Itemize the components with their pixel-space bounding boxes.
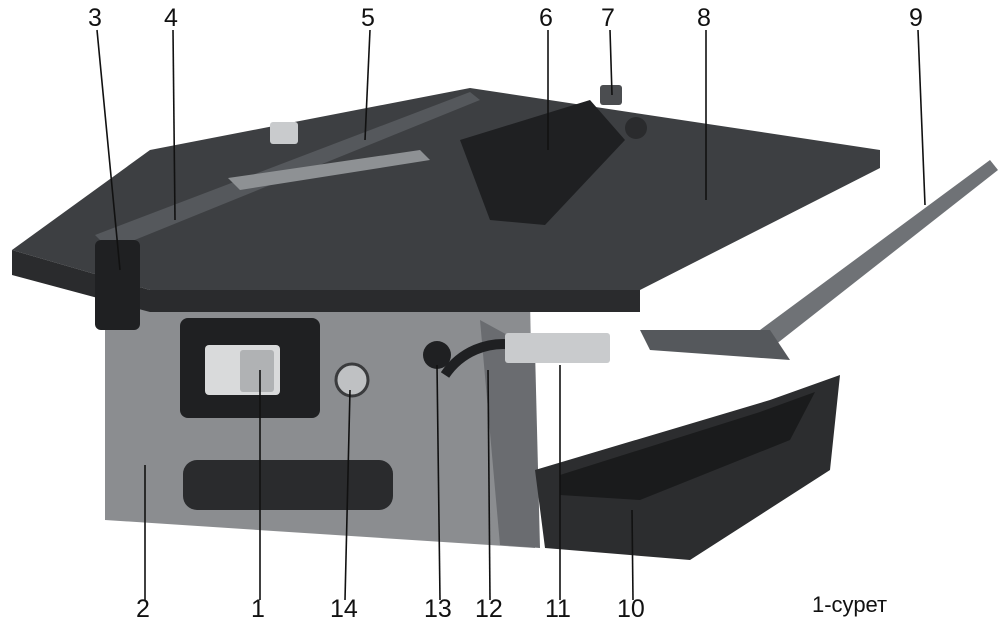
leader-9 — [917, 29, 926, 206]
leader-5 — [364, 29, 371, 141]
guard-wheel — [625, 117, 647, 139]
callout-6: 6 — [539, 4, 553, 32]
callout-4: 4 — [164, 4, 178, 32]
callout-7: 7 — [601, 4, 615, 32]
callout-14: 14 — [330, 595, 358, 623]
side-lock — [95, 240, 140, 330]
callout-8: 8 — [697, 4, 711, 32]
leader-4 — [172, 29, 176, 221]
housing-shade — [480, 320, 540, 548]
leader-12 — [487, 369, 491, 601]
callout-2: 2 — [136, 595, 150, 623]
table-top — [12, 88, 880, 290]
leader-10 — [631, 509, 634, 601]
blade-guard — [460, 100, 625, 225]
extension-rail-lower — [640, 330, 790, 360]
callout-3: 3 — [88, 4, 102, 32]
callout-5: 5 — [361, 4, 375, 32]
guide-knob — [270, 122, 298, 144]
guard-knob — [600, 85, 622, 105]
reset-button — [334, 362, 370, 398]
callout-1: 1 — [251, 595, 265, 623]
leader-3 — [96, 29, 121, 271]
water-tray-inner — [560, 392, 815, 500]
carry-handle — [183, 460, 393, 510]
switch-rocker — [240, 350, 274, 392]
callout-9: 9 — [909, 4, 923, 32]
extension-rail — [760, 160, 998, 345]
callout-10: 10 — [617, 595, 645, 623]
fence-clamp — [505, 333, 610, 363]
callout-11: 11 — [545, 595, 571, 623]
callout-13: 13 — [424, 595, 452, 623]
callout-12: 12 — [475, 595, 503, 623]
figure-caption: 1-сурет — [812, 592, 888, 617]
leader-7 — [609, 29, 613, 96]
miter-guide — [228, 150, 430, 190]
table-front-edge — [12, 250, 640, 312]
leader-14 — [344, 389, 351, 601]
leader-13 — [436, 364, 441, 601]
tilt-lock-knob — [423, 341, 451, 369]
